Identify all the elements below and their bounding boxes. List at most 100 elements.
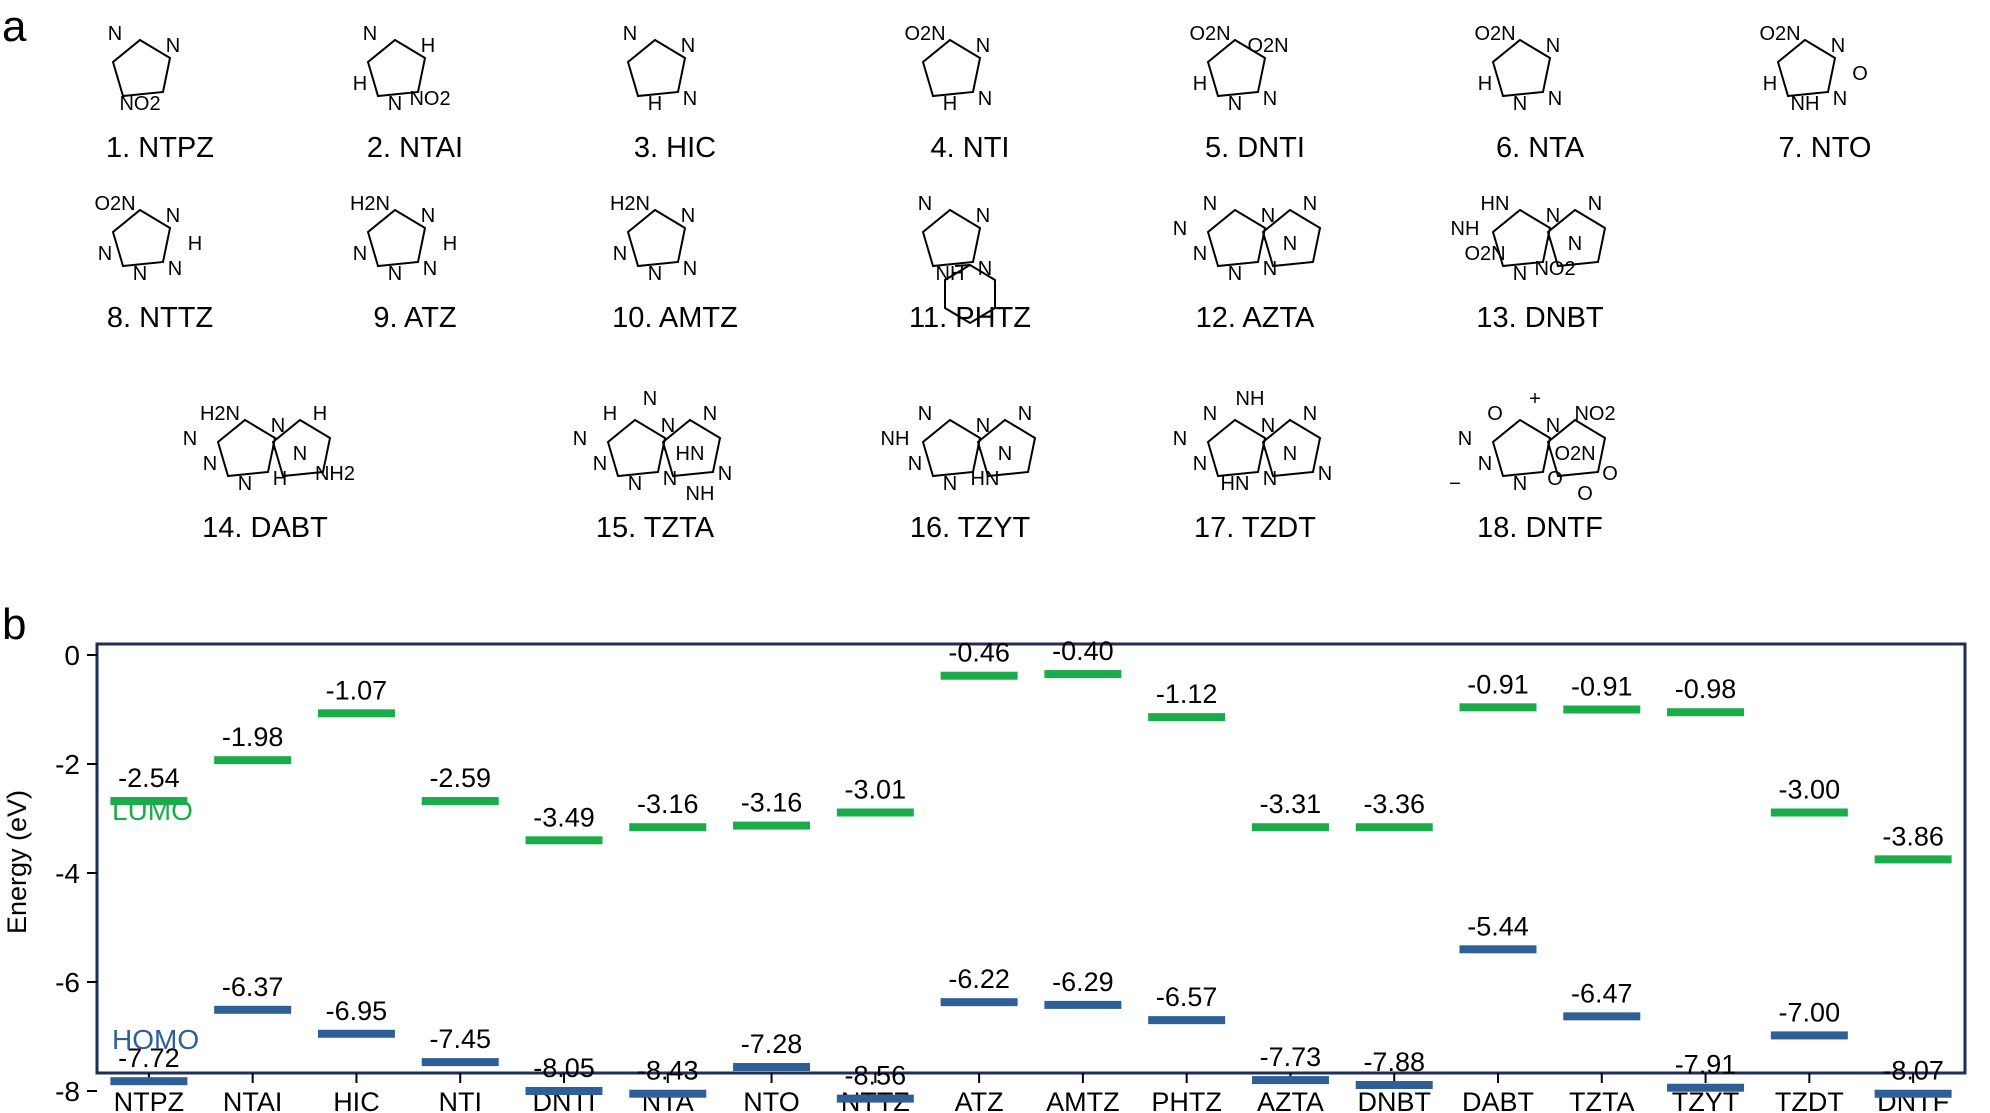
x-tick-label: AMTZ (1046, 1087, 1120, 1113)
atom-label: N (908, 453, 922, 475)
ring-bonds (271, 418, 332, 478)
atom-label: N (133, 263, 147, 285)
homo-value-label: -6.37 (222, 972, 284, 1002)
lumo-level-bar (421, 797, 499, 806)
lumo-level-bar (1355, 823, 1433, 832)
bond-lines (1206, 38, 1267, 98)
x-tick-label: HIC (333, 1087, 380, 1113)
homo-value-label: -7.28 (741, 1029, 803, 1059)
atom-label: N (423, 258, 437, 280)
atom-label: H (603, 403, 617, 425)
molecule-label: 9. ATZ (373, 302, 457, 334)
link-bond (1547, 234, 1551, 241)
atom-label: H (943, 93, 957, 115)
lumo-value-label: -3.36 (1363, 789, 1425, 819)
atom-label: N (976, 35, 990, 57)
atom-label: O (1852, 63, 1868, 85)
atom-label: H (1478, 73, 1492, 95)
homo-level-bar (214, 1005, 292, 1014)
atom-label: N (643, 388, 657, 410)
homo-level-bar (836, 1094, 914, 1103)
homo-level-bar (733, 1063, 811, 1072)
atom-label: NH (1236, 388, 1265, 410)
atom-label: H (313, 403, 327, 425)
bond-lines (626, 38, 687, 98)
homo-level-bar (525, 1087, 603, 1095)
atom-label: N (388, 263, 402, 285)
lumo-value-label: -3.01 (845, 775, 907, 805)
molecule-label: 10. AMTZ (612, 302, 738, 334)
atom-label: N (1263, 468, 1277, 490)
link-bond (977, 444, 981, 451)
lumo-level-bar (733, 821, 811, 830)
atom-label: N (183, 428, 197, 450)
atom-label: N (1173, 428, 1187, 450)
atom-label: N (363, 23, 377, 45)
atom-label: O2N (1464, 243, 1505, 265)
atom-label: N (1588, 193, 1602, 215)
homo-level-bar (1459, 945, 1537, 954)
ring-bonds (1491, 418, 1552, 478)
lumo-level-bar (214, 756, 292, 765)
ring-bonds (1491, 208, 1552, 268)
atom-label: N (166, 205, 180, 227)
atom-label: N (108, 23, 122, 45)
lumo-value-label: -1.98 (222, 722, 284, 752)
atom-label: N (976, 205, 990, 227)
bond-lines (366, 208, 427, 268)
lumo-value-label: -3.16 (741, 788, 803, 818)
atom-label: H (648, 93, 662, 115)
lumo-level-bar (1563, 705, 1641, 714)
atom-label: NO2 (119, 93, 160, 115)
molecule-label: 13. DNBT (1476, 302, 1604, 334)
homo-level-bar (110, 1077, 188, 1086)
atom-label: O2N (1554, 443, 1595, 465)
lumo-value-label: -0.46 (948, 638, 1010, 668)
atom-label: N (1546, 205, 1560, 227)
homo-value-label: -6.95 (326, 996, 388, 1026)
atom-label: H2N (610, 193, 650, 215)
link-bond (954, 264, 971, 267)
homo-value-label: -8.56 (845, 1061, 907, 1091)
homo-value-label: -6.22 (948, 964, 1010, 994)
lumo-value-label: -0.91 (1571, 672, 1633, 702)
lumo-level-bar (1148, 713, 1226, 722)
lumo-level-bar (1251, 823, 1329, 832)
atom-label: N (166, 35, 180, 57)
atom-label: HN (1221, 473, 1250, 495)
atom-label: N (1546, 415, 1560, 437)
atom-label: N (1261, 415, 1275, 437)
atom-label: N (421, 205, 435, 227)
lumo-value-label: -2.54 (118, 763, 180, 793)
atom-label: N (593, 453, 607, 475)
y-tick-label: 0 (64, 640, 80, 671)
y-tick-label: -2 (55, 749, 80, 780)
atom-label: N (168, 258, 182, 280)
ring-bonds (366, 38, 427, 98)
atom-label: NO2 (409, 88, 450, 110)
atom-label: N (1458, 428, 1472, 450)
atom-label: N (1018, 403, 1032, 425)
homo-level-bar (629, 1089, 707, 1098)
homo-value-label: -7.88 (1363, 1047, 1425, 1077)
legend-lumo: LUMO (112, 795, 193, 826)
bond-lines (606, 418, 722, 478)
atom-label: O (1487, 403, 1503, 425)
bond-lines (1206, 418, 1322, 478)
lumo-value-label: -2.59 (429, 763, 491, 793)
lumo-level-bar (629, 823, 707, 832)
bond-lines (216, 418, 332, 478)
homo-value-label: -8.05 (533, 1053, 595, 1083)
